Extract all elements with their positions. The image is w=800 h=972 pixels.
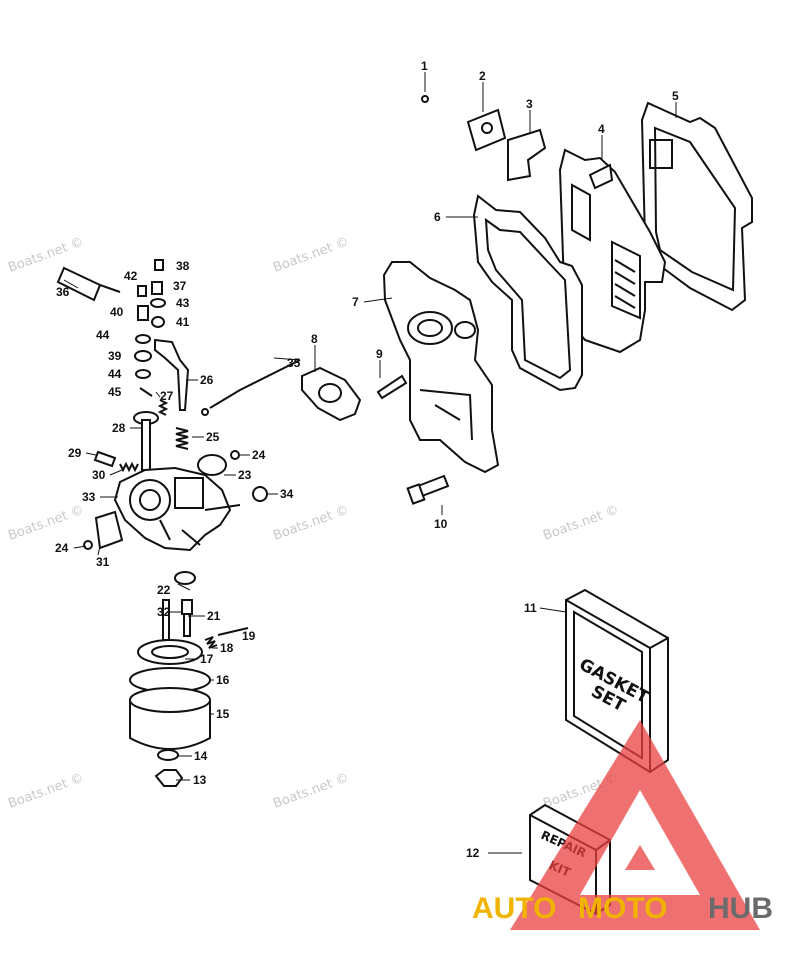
float-bowl-15 (129, 687, 211, 750)
callout-numbers: 1 2 3 4 5 6 7 8 9 10 11 12 13 14 15 16 1… (55, 59, 679, 860)
watermark: Boats.net © (6, 235, 86, 276)
callout-15: 15 (216, 707, 230, 721)
float-17 (137, 639, 203, 665)
intake-manifold-7 (382, 261, 500, 474)
callout-26: 26 (200, 373, 214, 387)
callout-12: 12 (466, 846, 480, 860)
callout-4: 4 (598, 122, 605, 136)
callout-32: 32 (157, 605, 171, 619)
gasket-6 (472, 194, 583, 392)
screw-19-spring-18 (204, 627, 249, 649)
callout-22: 22 (157, 583, 171, 597)
callout-7: 7 (352, 295, 359, 309)
callout-34: 34 (280, 487, 294, 501)
callout-45: 45 (108, 385, 122, 399)
callout-8: 8 (311, 332, 318, 346)
throttle-lever-26 (154, 338, 190, 411)
callout-33: 33 (82, 490, 96, 504)
callout-29: 29 (68, 446, 82, 460)
logo-auto: AUTO (472, 892, 556, 925)
callout-1: 1 (421, 59, 428, 73)
callout-3: 3 (526, 97, 533, 111)
screw-29-spring-30 (93, 450, 139, 473)
reed-stop-3 (507, 128, 547, 182)
watermark: Boats.net © (541, 503, 621, 544)
screw-1 (421, 95, 429, 103)
callout-24-upper: 24 (252, 448, 266, 462)
callout-25: 25 (206, 430, 220, 444)
spring-25 (175, 427, 189, 450)
callout-11: 11 (524, 601, 537, 615)
callout-23: 23 (238, 468, 252, 482)
logo-hub: HUB (708, 892, 773, 925)
callout-28: 28 (112, 421, 126, 435)
callout-30: 30 (92, 468, 106, 482)
callout-16: 16 (216, 673, 230, 687)
callout-24-lower: 24 (55, 541, 69, 555)
watermark: Boats.net © (271, 235, 351, 276)
throttle-cable-35 (201, 359, 301, 416)
callout-36: 36 (56, 285, 70, 299)
shaft-28 (133, 411, 159, 471)
callout-44-upper: 44 (96, 328, 110, 342)
callout-5: 5 (672, 89, 679, 103)
leader-lines (63, 72, 677, 854)
callout-43: 43 (176, 296, 190, 310)
callout-18: 18 (220, 641, 234, 655)
watermark: Boats.net © (271, 771, 351, 812)
callout-17: 17 (200, 652, 214, 666)
washer-14 (157, 749, 179, 761)
logo-moto: MOTO (578, 892, 667, 925)
choke-knob-36 (56, 266, 121, 302)
callout-31: 31 (96, 555, 110, 569)
callout-35: 35 (287, 356, 301, 370)
nut-13 (154, 769, 184, 787)
gasket-8 (301, 366, 362, 422)
callout-14: 14 (194, 749, 208, 763)
callout-44-lower: 44 (108, 367, 122, 381)
reed-petal-2 (466, 108, 507, 152)
cover-23 (197, 454, 227, 476)
gasket-22 (174, 571, 196, 585)
watermark: Boats.net © (271, 503, 351, 544)
screw-24-upper (230, 450, 240, 460)
callout-41: 41 (176, 315, 190, 329)
carburetor-body (113, 466, 241, 552)
callout-9: 9 (376, 347, 383, 361)
callout-39: 39 (108, 349, 122, 363)
callout-19: 19 (242, 629, 256, 643)
callout-40: 40 (110, 305, 124, 319)
callout-38: 38 (176, 259, 190, 273)
spring-27 (157, 399, 169, 416)
callout-42: 42 (124, 269, 138, 283)
callout-37: 37 (173, 279, 187, 293)
watermark: Boats.net © (6, 771, 86, 812)
stud-9 (376, 374, 408, 400)
watermark: Boats.net © (6, 503, 86, 544)
callout-27: 27 (160, 389, 174, 403)
bolt-10 (406, 474, 450, 505)
plate-31 (83, 510, 124, 550)
callout-2: 2 (479, 69, 486, 83)
jet-21 (181, 599, 193, 637)
callout-13: 13 (193, 773, 207, 787)
callout-21: 21 (207, 609, 221, 623)
small-parts-37-45 (134, 259, 166, 397)
callout-6: 6 (434, 210, 441, 224)
automotohub-logo: AUTO MOTO HUB (472, 720, 773, 930)
nut-34 (252, 486, 268, 502)
callout-10: 10 (434, 517, 448, 531)
